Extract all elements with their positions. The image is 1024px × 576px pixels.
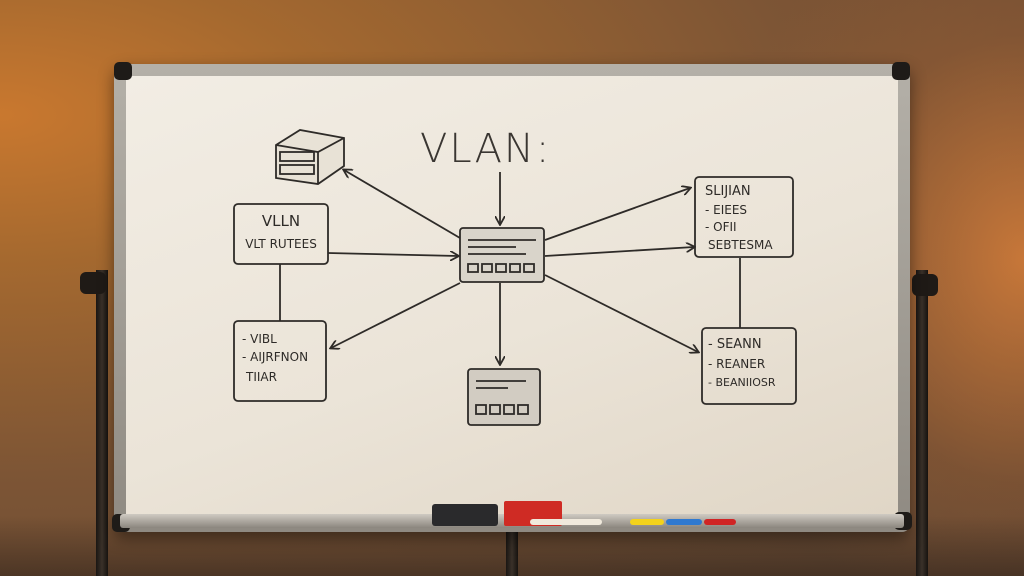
whiteboard bbox=[114, 64, 910, 532]
yellow-marker bbox=[630, 519, 664, 525]
arrow-switch-to-right-top-b bbox=[544, 247, 694, 257]
slijian-box-line: SLIJIAN bbox=[705, 184, 751, 199]
stand-right-pole bbox=[916, 270, 928, 576]
white-marker bbox=[530, 519, 602, 525]
vlln-box: VLLN VLT RUTEES bbox=[233, 203, 329, 265]
arrow-switch-to-right-bottom bbox=[544, 274, 698, 352]
stand-left-pole bbox=[96, 270, 108, 576]
board-corner bbox=[892, 62, 910, 80]
connection-lines bbox=[279, 170, 741, 364]
slijian-box: SLIJIAN - EIEES - OFII SEBTESMA bbox=[694, 176, 794, 258]
whiteboard-surface bbox=[126, 76, 898, 516]
seann-box-line: - BEANIIOSR bbox=[708, 376, 776, 389]
central-switch-icon bbox=[459, 227, 545, 283]
seann-box-line: - REANER bbox=[708, 357, 765, 371]
slijian-box-line: SEBTESMA bbox=[708, 238, 773, 252]
bottom-switch-icon bbox=[467, 368, 541, 426]
server-icon bbox=[275, 129, 345, 185]
board-corner bbox=[114, 62, 132, 80]
seann-box-line: - SEANN bbox=[708, 337, 762, 352]
title-text: VLAN: bbox=[420, 126, 551, 172]
red-marker bbox=[704, 519, 736, 525]
slijian-box-line: - OFII bbox=[705, 220, 737, 234]
arrow-switch-to-left-bottom bbox=[331, 282, 461, 348]
eraser bbox=[432, 504, 498, 526]
stand-center-post bbox=[506, 530, 518, 576]
vibl-box: - VIBL - AIJRFNON TIIAR bbox=[233, 320, 327, 402]
seann-box: - SEANN - REANER - BEANIIOSR bbox=[701, 327, 797, 405]
vibl-box-line: TIIAR bbox=[245, 370, 277, 384]
vlln-box-line: VLT RUTEES bbox=[245, 237, 317, 251]
vibl-box-line: - AIJRFNON bbox=[242, 350, 308, 364]
blue-marker bbox=[666, 519, 702, 525]
vlln-box-line: VLLN bbox=[262, 212, 300, 230]
arrow-switch-to-right-top-a bbox=[544, 188, 690, 241]
stand-left-knob bbox=[80, 272, 106, 294]
vibl-box-line: - VIBL bbox=[242, 332, 277, 346]
slijian-box-line: - EIEES bbox=[705, 203, 747, 217]
stand-right-knob bbox=[912, 274, 938, 296]
arrow-vlln-to-switch bbox=[327, 253, 458, 256]
arrow-switch-to-server bbox=[344, 170, 461, 239]
